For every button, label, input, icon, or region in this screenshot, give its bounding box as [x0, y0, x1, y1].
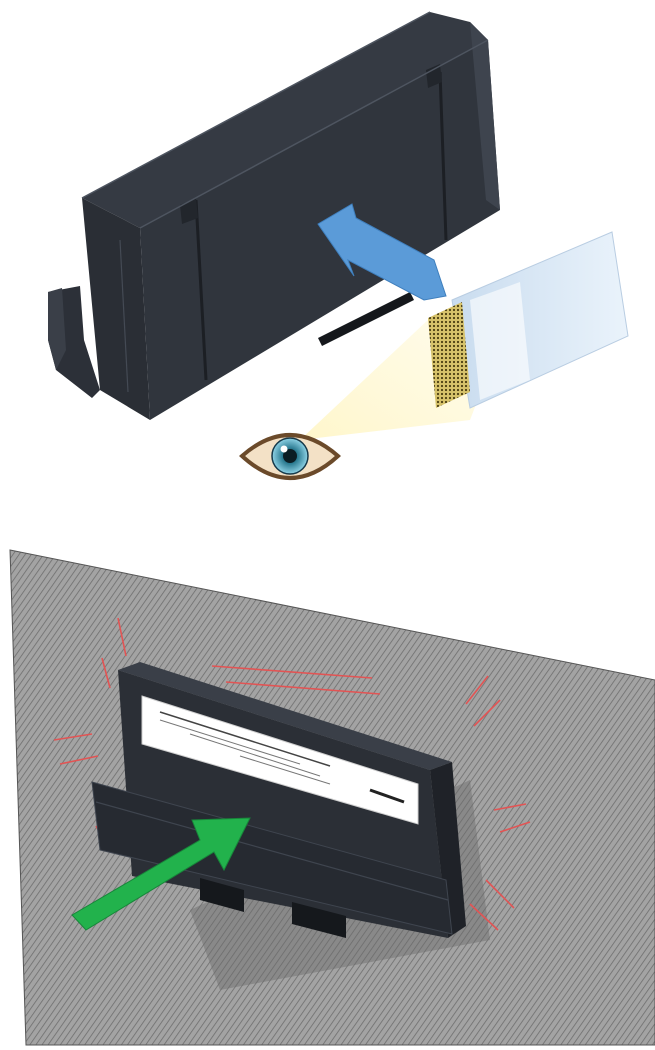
step-2-illustration — [0, 520, 655, 1050]
eye-icon — [242, 435, 338, 478]
step-1-illustration — [0, 0, 655, 500]
adhesive-liner-icon — [428, 232, 628, 408]
